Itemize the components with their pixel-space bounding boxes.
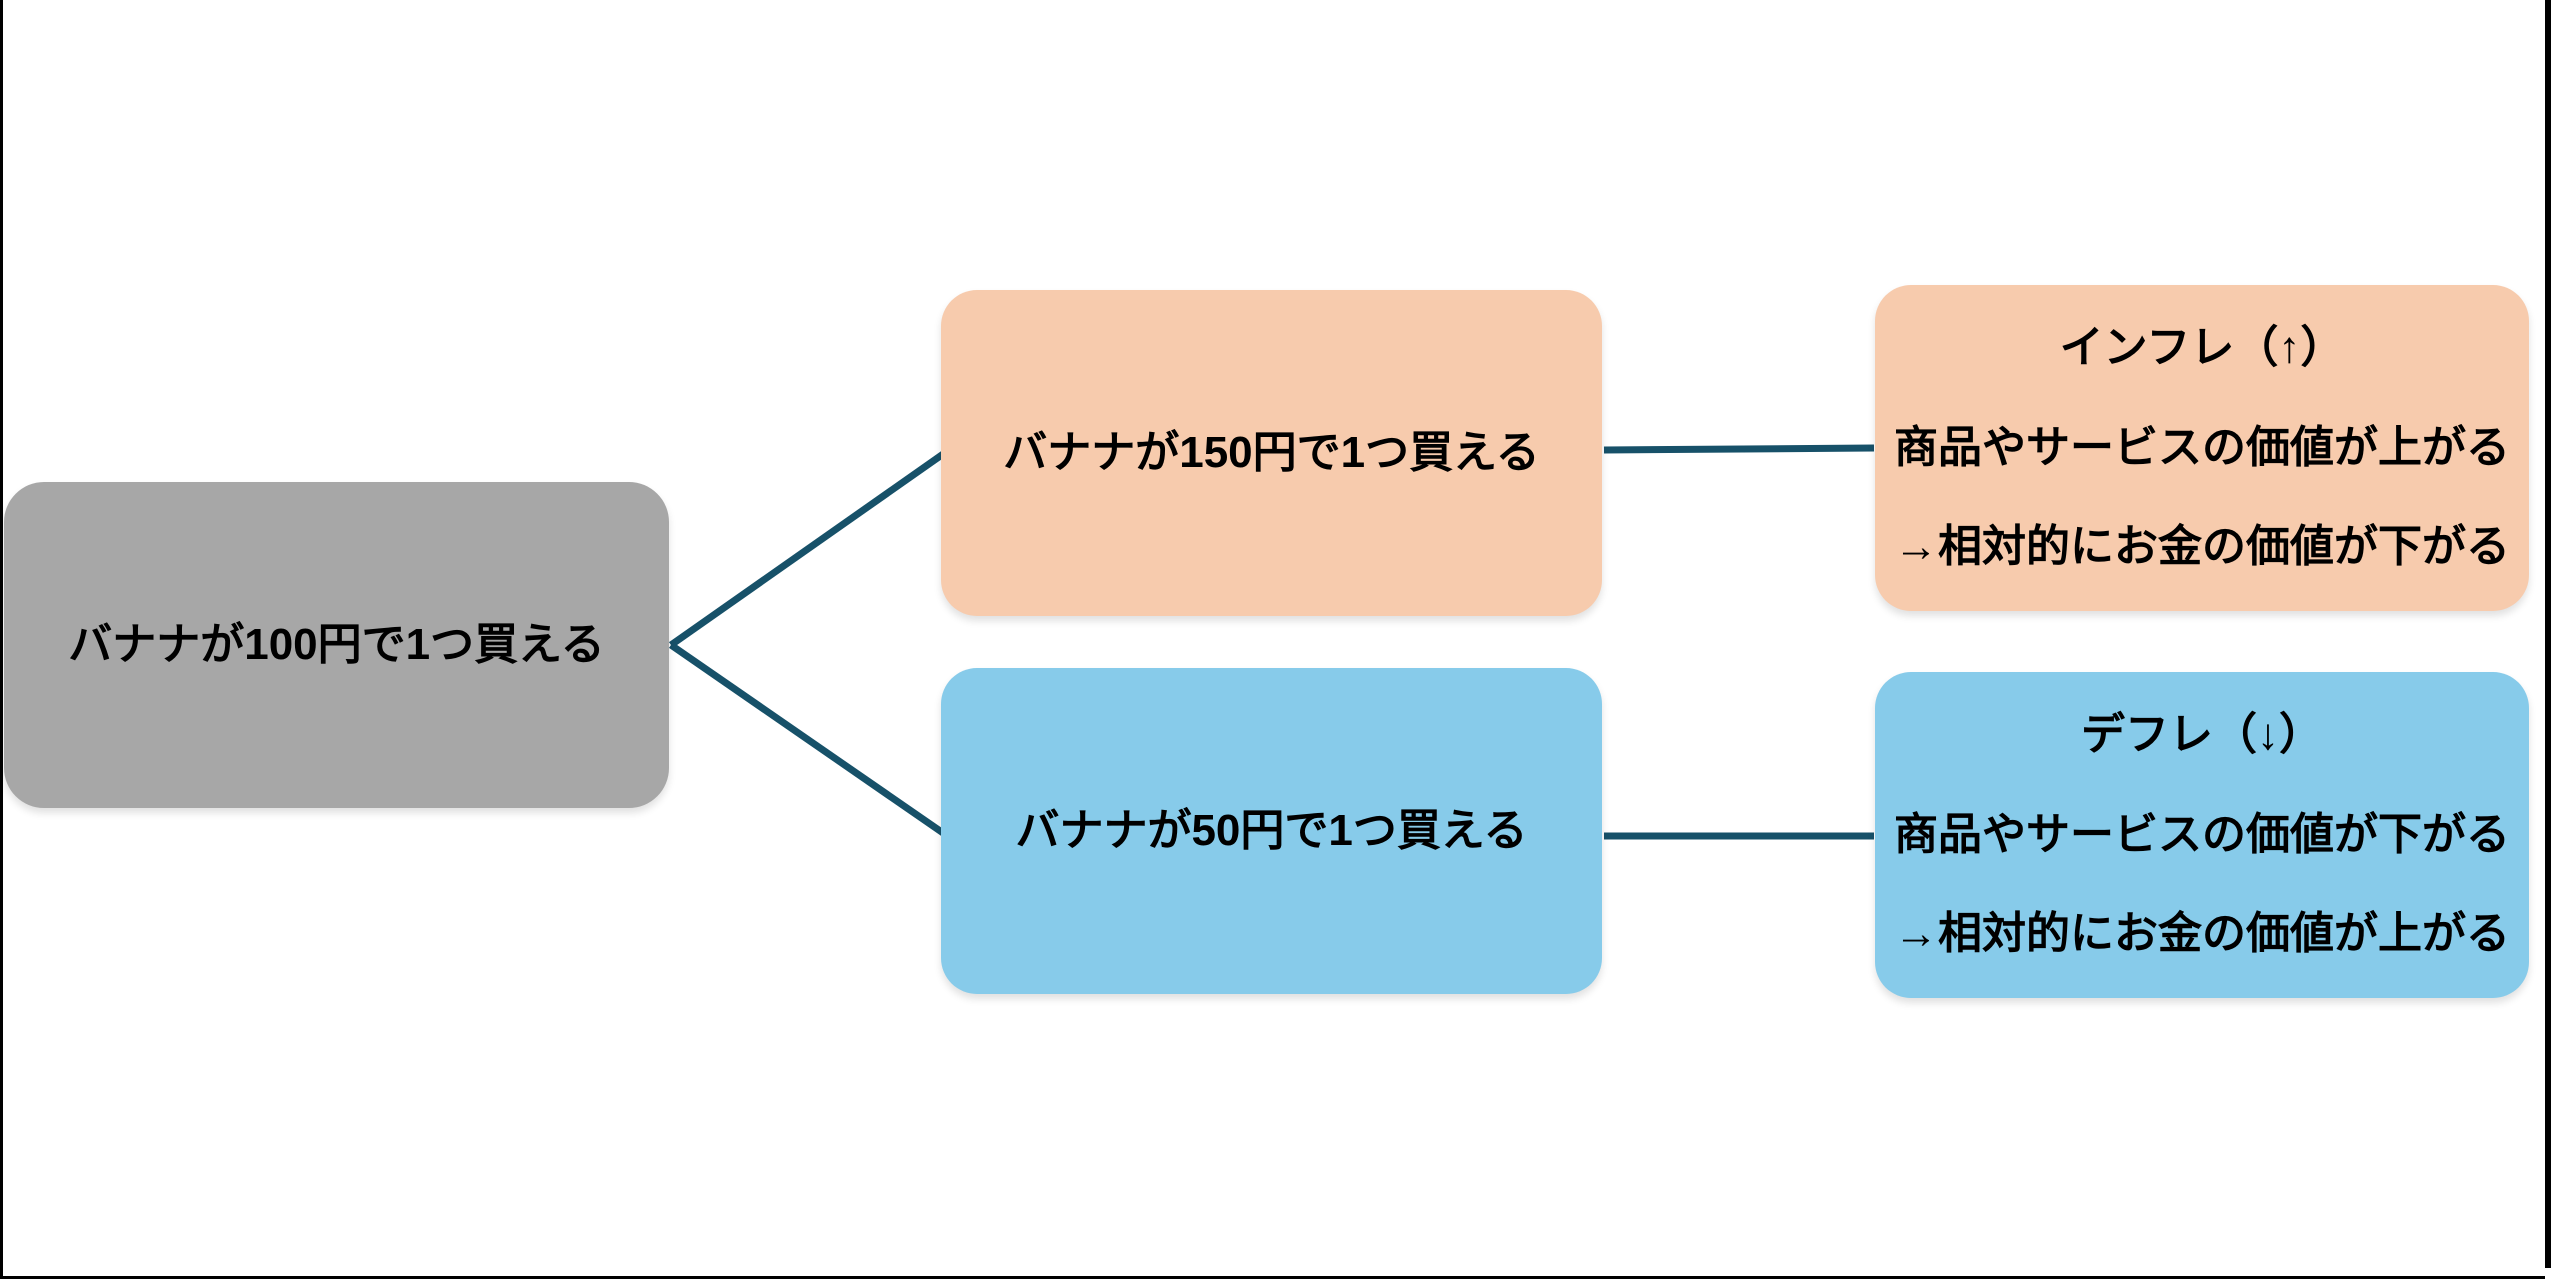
node-case-deflation-label: バナナが50円で1つ買える <box>1015 805 1528 855</box>
node-root-banana-100yen: バナナが100円で1つ買える <box>4 482 669 808</box>
screen-border-left <box>0 0 3 1279</box>
inflation-result-title: インフレ（↑） <box>2059 323 2345 373</box>
node-case-inflation-banana-150yen: バナナが150円で1つ買える <box>941 290 1602 616</box>
node-case-inflation-label: バナナが150円で1つ買える <box>1003 427 1540 477</box>
deflation-result-line-2: →相対的にお金の価値が上がる <box>1894 908 2510 958</box>
connector-inflation-case-to-result <box>1603 444 1875 454</box>
deflation-result-title: デフレ（↓） <box>2081 710 2323 760</box>
node-result-inflation: インフレ（↑） 商品やサービスの価値が上がる →相対的にお金の価値が下がる <box>1875 285 2529 611</box>
deflation-result-line-1: 商品やサービスの価値が下がる <box>1894 809 2510 859</box>
connector-root-to-deflation-case <box>669 642 948 838</box>
node-root-label: バナナが100円で1つ買える <box>68 619 605 669</box>
node-result-deflation: デフレ（↓） 商品やサービスの価値が下がる →相対的にお金の価値が上がる <box>1875 672 2529 998</box>
inflation-result-line-2: →相対的にお金の価値が下がる <box>1894 521 2510 571</box>
connector-root-to-inflation-case <box>668 449 949 648</box>
inflation-result-line-1: 商品やサービスの価値が上がる <box>1894 422 2510 472</box>
screen-border-right <box>2545 0 2551 1268</box>
screen-border-bottom <box>0 1276 2545 1279</box>
node-case-deflation-banana-50yen: バナナが50円で1つ買える <box>941 668 1602 994</box>
